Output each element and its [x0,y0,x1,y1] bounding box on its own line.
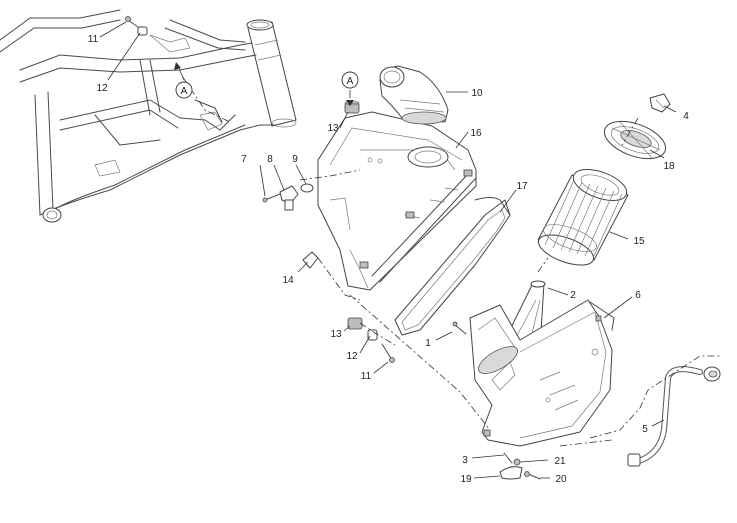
callout-3: 3 [462,455,468,466]
grommet-upper [344,100,360,114]
filter-cap [603,120,667,160]
airbox-gasket [394,197,511,336]
callout-12-top: 12 [96,83,108,94]
callout-14: 14 [282,275,294,286]
callout-1: 1 [425,338,431,349]
callout-15: 15 [633,236,645,247]
hardware [125,16,541,480]
callout-8: 8 [267,154,273,165]
callout-13-lower: 13 [330,329,342,340]
reference-a-airbox-label: A [347,76,354,87]
callout-labels: 11 12 13 10 16 4 18 15 17 2 6 7 8 9 14 1… [88,34,689,485]
callout-2: 2 [570,290,576,301]
callout-19: 19 [460,474,472,485]
callout-4: 4 [683,111,689,122]
air-filter-element [537,168,629,266]
callout-21: 21 [554,456,566,467]
reference-marker-a-frame: A [174,62,193,99]
callout-10: 10 [471,88,483,99]
assembly-lines [181,75,720,447]
callout-6: 6 [635,290,641,301]
callout-9: 9 [292,154,298,165]
reference-marker-a-airbox: A [341,71,359,106]
callout-17: 17 [516,181,528,192]
reference-a-frame-label: A [181,86,188,97]
callout-7: 7 [241,154,247,165]
breather-hose [627,366,721,467]
intake-duct [379,65,449,125]
leader-lines [99,21,677,479]
callout-16: 16 [470,128,482,139]
clip [649,93,671,113]
callout-13-top: 13 [327,123,339,134]
airbox-upper-half [317,111,477,291]
callout-11-top: 11 [88,34,99,45]
airbox-lower-half [469,299,615,447]
callout-11-lower: 11 [361,371,372,382]
callout-5: 5 [642,424,648,435]
callout-20: 20 [555,474,567,485]
frame [0,9,297,223]
callout-12-lower: 12 [346,351,358,362]
callout-18: 18 [663,161,675,172]
